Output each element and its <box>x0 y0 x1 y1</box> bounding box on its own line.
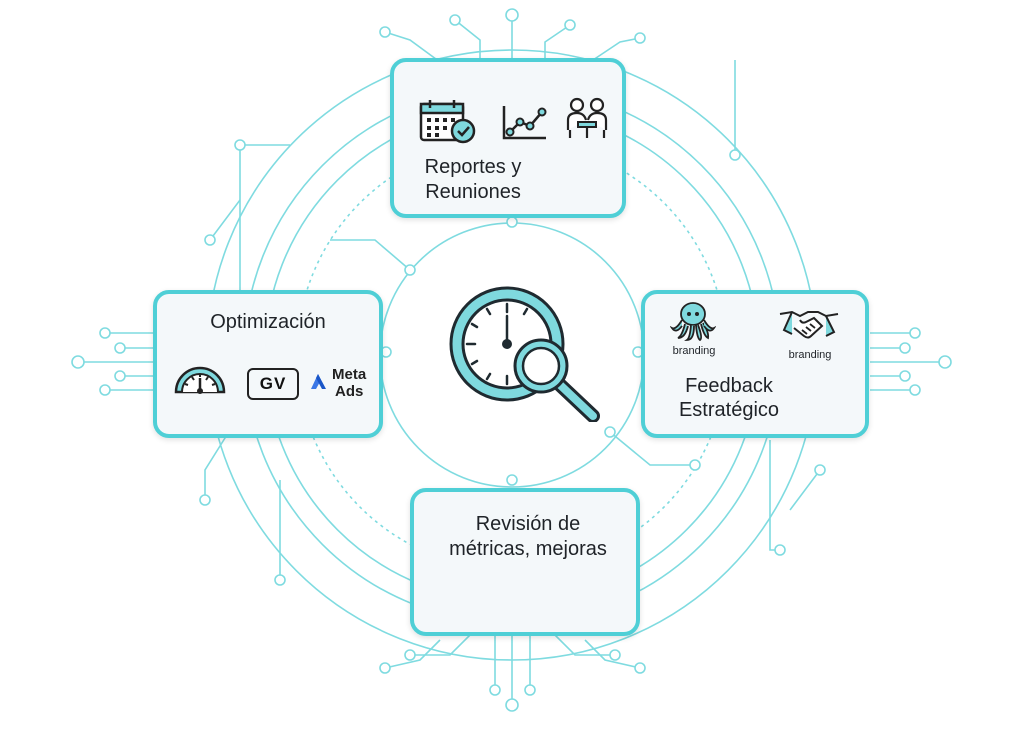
node-revision-metricas <box>410 488 640 636</box>
node-optimizacion <box>153 290 383 438</box>
node-label-revision-line1: Revisión de <box>475 513 581 535</box>
node-label-reportes-line2: Reuniones <box>425 181 521 203</box>
line-chart-icon <box>502 106 547 140</box>
clock-magnifier-icon <box>449 286 600 422</box>
meeting-people-icon <box>566 97 608 138</box>
octopus-icon <box>670 302 716 342</box>
calendar-check-icon <box>419 100 476 144</box>
handshake-caption: branding <box>788 349 832 361</box>
gv-logo: GV <box>247 368 299 400</box>
node-label-revision-line2: métricas, mejoras <box>449 538 607 560</box>
node-label-feedback-line1: Feedback <box>685 375 773 397</box>
meta-ads-logo-icon <box>311 374 326 389</box>
node-label-reportes-line1: Reportes y <box>424 156 522 178</box>
meta-ads-text-line2: Ads <box>335 383 364 400</box>
speedometer-icon <box>174 366 226 394</box>
handshake-icon <box>779 310 839 339</box>
node-label-optimizacion: Optimización <box>210 311 326 333</box>
node-label-feedback-line2: Estratégico <box>678 399 780 421</box>
meta-ads-text-line1: Meta <box>332 366 367 383</box>
octopus-caption: branding <box>672 345 716 357</box>
